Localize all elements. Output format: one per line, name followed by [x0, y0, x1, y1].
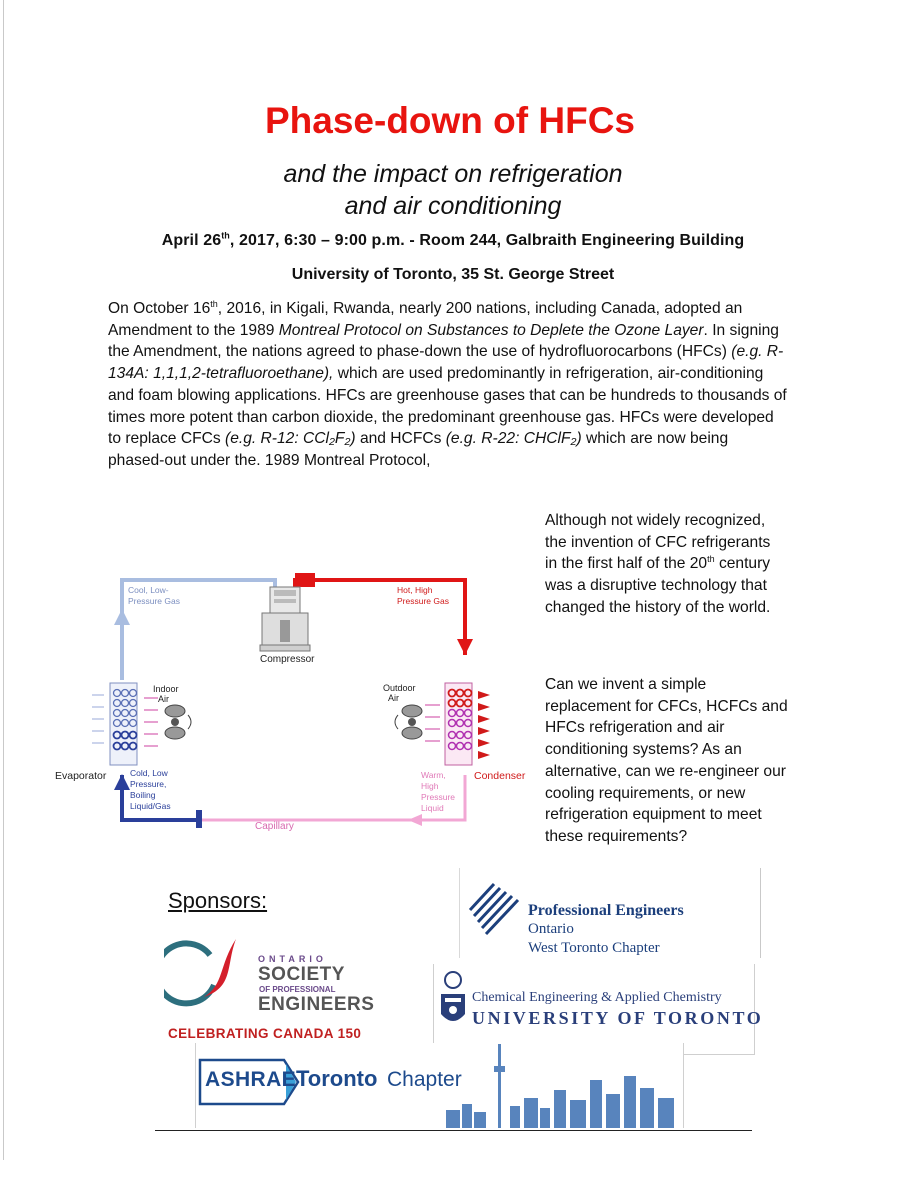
hcfc-example: (e.g. R-22: CHClF₂): [445, 430, 582, 448]
subtitle-line-2: and air conditioning: [344, 192, 562, 220]
side1-sup: th: [707, 554, 715, 565]
warm-label-2: High: [421, 781, 439, 791]
intro-text-a: On October 16: [108, 300, 211, 317]
intro-sup: th: [210, 298, 218, 309]
evaporator-label: Evaporator: [55, 770, 107, 782]
side1-text-b: century was a disruptive technology that…: [545, 555, 771, 616]
bottom-rule: [155, 1130, 752, 1131]
ospe-society: SOCIETY: [258, 964, 345, 985]
condenser-graphic: [425, 682, 490, 766]
hot-gas-line: [293, 573, 473, 655]
outdoor-label-2: Air: [388, 693, 399, 703]
uoft-name: UNIVERSITY OF TORONTO: [472, 1008, 764, 1028]
intro-text-j: which are now being phased-out under the…: [108, 430, 729, 469]
event-date: April 26th, 2017, 6:30 – 9:00 p.m. - Roo…: [0, 230, 900, 250]
date-time-room: , 2017, 6:30 – 9:00 p.m. - Room 244, Gal…: [229, 232, 745, 249]
ospe-ontario: ONTARIO: [258, 954, 327, 964]
capillary-label: Capillary: [255, 821, 294, 832]
ashrae-toronto: Toronto: [296, 1066, 378, 1091]
cool-gas-label-2: Pressure Gas: [128, 596, 180, 606]
cfc-example: (e.g. R-12: CCl₂F₂): [225, 430, 356, 448]
side-paragraph-1: Although not widely recognized, the inve…: [545, 510, 775, 619]
side1-text-a: Although not widely recognized, the inve…: [545, 512, 771, 573]
ashrae-chapter: Chapter: [387, 1068, 462, 1091]
ashrae-badge-icon: [198, 1058, 300, 1106]
uoft-department: Chemical Engineering & Applied Chemistry: [472, 990, 722, 1005]
cold-label-2: Pressure,: [130, 779, 166, 789]
intro-text-b: , 2016, in Kigali, Rwanda, nearly 200 na…: [108, 300, 743, 339]
date-text: April 26: [161, 232, 222, 249]
intro-text-h: and HCFCs: [355, 430, 446, 448]
subtitle-line-1: and the impact on refrigeration: [283, 160, 623, 188]
uoft-crest-icon: [441, 971, 465, 1021]
warm-label-1: Warm,: [421, 770, 446, 780]
warm-label-3: Pressure: [421, 792, 455, 802]
page-left-edge: [3, 0, 4, 1160]
intro-text-f: which are used predominantly in refriger…: [108, 365, 787, 448]
side-paragraph-2: Can we invent a simple replacement for C…: [545, 676, 788, 845]
cold-liquid-line: [114, 774, 202, 828]
ospe-logo-icon: [164, 939, 236, 1007]
compressor-label: Compressor: [260, 654, 315, 665]
outdoor-label-1: Outdoor: [383, 683, 416, 693]
indoor-label-1: Indoor: [153, 684, 179, 694]
ospe-engineers: ENGINEERS: [258, 994, 375, 1015]
page-subtitle: and the impact on refrigeration and air …: [0, 158, 900, 222]
toronto-skyline-icon: [446, 1044, 674, 1128]
evaporator-graphic: [92, 682, 158, 766]
warm-label-4: Liquid: [421, 803, 444, 813]
compressor-graphic: [259, 586, 311, 652]
outdoor-fan-icon: [394, 704, 423, 740]
refrigeration-cycle-diagram: Compressor Indoor Air: [55, 573, 526, 832]
hfc-example: (e.g. R-134A: 1,1,1,2-tetrafluoroethane)…: [108, 343, 784, 383]
pe-logo-box: [459, 868, 761, 958]
ospe-professional: OF PROFESSIONAL: [259, 985, 336, 994]
cold-label-1: Cold, Low: [130, 768, 169, 778]
page-title: Phase-down of HFCs: [264, 100, 636, 141]
date-sup: th: [221, 230, 230, 241]
hot-gas-label-1: Hot, High: [397, 585, 433, 595]
ashrae-wordmark: ASHRAE: [205, 1068, 297, 1091]
indoor-fan-icon: [164, 704, 192, 740]
condenser-label: Condenser: [474, 770, 526, 782]
sponsors-heading: Sponsors:: [168, 888, 268, 913]
protocol-name: Montreal Protocol on Substances to Deple…: [278, 321, 704, 339]
ospe-canada-150: CELEBRATING CANADA 150: [168, 1026, 362, 1041]
cold-label-4: Liquid/Gas: [130, 801, 171, 811]
cold-label-3: Boiling: [130, 790, 156, 800]
hot-gas-label-2: Pressure Gas: [397, 596, 449, 606]
cool-gas-line: [114, 578, 277, 680]
uoft-logo-box: [433, 964, 755, 1055]
pe-name: Professional Engineers: [528, 902, 684, 919]
event-venue: University of Toronto, 35 St. George Str…: [291, 266, 615, 283]
pe-logo-icon: [468, 882, 520, 936]
warm-liquid-line: [200, 775, 467, 826]
indoor-label-2: Air: [158, 694, 169, 704]
pe-ontario: Ontario: [528, 921, 574, 937]
cool-gas-label-1: Cool, Low-: [128, 585, 169, 595]
pe-chapter: West Toronto Chapter: [528, 940, 660, 956]
intro-paragraph: On October 16th, 2016, in Kigali, Rwanda…: [108, 298, 788, 472]
intro-text-d: . In signing the Amendment, the nations …: [108, 321, 779, 361]
